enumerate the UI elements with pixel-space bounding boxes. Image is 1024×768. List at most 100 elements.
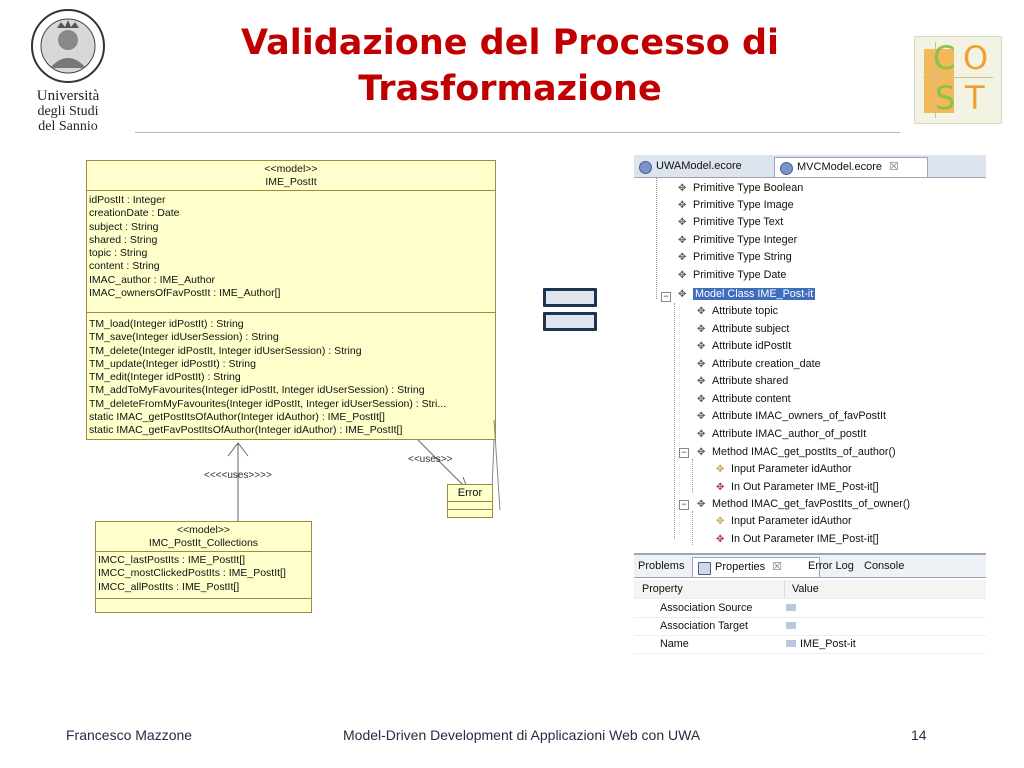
cost-logo: C O S T <box>914 36 1002 124</box>
tab-label: Console <box>864 560 905 572</box>
tree-item[interactable]: ✥Method IMAC_get_favPostIts_of_owner() <box>697 496 910 513</box>
property-row[interactable]: Association Source <box>634 599 986 618</box>
tree-item-label: In Out Parameter IME_Post-it[] <box>731 533 879 545</box>
uml-class-name: IME_PostIt <box>265 176 317 188</box>
tab-error-log[interactable]: Error Log <box>804 557 854 576</box>
tree-item-label: Attribute shared <box>712 375 789 387</box>
uml-operation: static IMAC_getPostItsOfAuthor(Integer i… <box>89 411 385 424</box>
uml-stereotype: <<model>> <box>176 524 231 536</box>
tab-properties[interactable]: Properties ☒ <box>692 557 820 577</box>
uml-class-collections: <<model>> IMC_PostIt_Collections IMCC_la… <box>95 521 312 613</box>
tree-item[interactable]: ✥Attribute shared <box>697 373 788 390</box>
collapse-toggle[interactable]: − <box>679 448 689 458</box>
tree-item-label: Input Parameter idAuthor <box>731 515 852 527</box>
tab-problems[interactable]: Problems <box>634 557 684 576</box>
tree-item[interactable]: ✥Primitive Type Date <box>678 267 786 284</box>
uml-class-name: IMC_PostIt_Collections <box>148 537 259 549</box>
input-parameter-icon: ✥ <box>716 464 725 475</box>
uml-operations: TM_load(Integer idPostIt) : String TM_sa… <box>87 313 495 438</box>
reference-icon <box>786 622 796 629</box>
tree-item[interactable]: ✥Attribute IMAC_author_of_postIt <box>697 426 866 443</box>
tree-item[interactable]: ✥ Primitive Type String <box>678 249 792 266</box>
tree-item[interactable]: ✥Attribute creation_date <box>697 356 821 373</box>
uml-attribute: IMAC_author : IME_Author <box>89 273 216 286</box>
property-value: IME_Post-it <box>800 638 856 650</box>
tree-item[interactable]: ✥Attribute content <box>697 391 791 408</box>
ecore-node-icon: ✥ <box>678 235 687 246</box>
tab-label: Properties <box>715 561 766 573</box>
tree-guide <box>692 459 693 493</box>
collapse-toggle[interactable]: − <box>661 292 671 302</box>
uml-attribute: idPostIt : Integer <box>89 194 166 206</box>
property-row[interactable]: Name IME_Post-it <box>634 635 986 654</box>
property-row[interactable]: Association Target <box>634 617 986 636</box>
uml-class-ime-postit: <<model>> IME_PostIt idPostIt : Integer … <box>86 160 496 440</box>
tree-guide <box>692 511 693 545</box>
uses-label-2: <<uses>> <box>408 454 453 465</box>
property-name: Name <box>660 638 689 650</box>
tree-item[interactable]: ✥In Out Parameter IME_Post-it[] <box>716 531 879 548</box>
close-icon[interactable]: ☒ <box>889 161 899 173</box>
tree-item-label: Primitive Type String <box>693 251 792 263</box>
uses-connector-error <box>417 439 469 491</box>
tree-item[interactable]: ✥Primitive Type Image <box>678 197 794 214</box>
tree-item[interactable]: ✥Attribute IMAC_owners_of_favPostIt <box>697 408 886 425</box>
cost-letter-s: S <box>935 79 956 117</box>
tree-item-label: Attribute creation_date <box>712 358 821 370</box>
tree-item[interactable]: ✥ Method IMAC_get_postIts_of_author() <box>697 444 896 461</box>
tree-item[interactable]: ✥In Out Parameter IME_Post-it[] <box>716 479 879 496</box>
ecore-node-icon: ✥ <box>678 217 687 228</box>
tree-item[interactable]: ✥Primitive Type Integer <box>678 232 797 249</box>
column-header-value: Value <box>792 583 819 595</box>
tree-item-label: Primitive Type Image <box>693 199 794 211</box>
view-tab-bar: Problems Properties ☒ Error Log Console <box>634 555 986 578</box>
ecore-file-icon <box>780 162 793 175</box>
tree-item-label: Method IMAC_get_favPostIts_of_owner() <box>712 498 911 510</box>
tree-item[interactable]: ✥Input Parameter idAuthor <box>716 461 852 478</box>
tab-console[interactable]: Console <box>860 557 904 576</box>
eclipse-ecore-editor: UWAModel.ecore MVCModel.ecore ☒ − − − ✥P… <box>634 155 986 670</box>
cost-letter-o: O <box>963 39 989 77</box>
slide-title-line1: Validazione del Processo di <box>240 23 780 63</box>
uml-class-header: <<model>> IME_PostIt <box>87 161 495 191</box>
uml-attribute: topic : String <box>89 247 148 260</box>
properties-table: Property Value Association Source Associ… <box>634 580 986 670</box>
column-header-property: Property <box>642 583 683 595</box>
tree-item[interactable]: ✥Attribute topic <box>697 303 778 320</box>
uml-class-name: Error <box>448 485 492 502</box>
collapse-toggle[interactable]: − <box>679 500 689 510</box>
ecore-node-icon: ✥ <box>697 411 706 422</box>
cost-logo-orange-block <box>924 49 954 113</box>
uml-stereotype: <<model>> <box>264 163 318 175</box>
ecore-node-icon: ✥ <box>678 252 687 263</box>
tab-label: MVCModel.ecore <box>797 161 882 173</box>
uml-operation: static IMAC_getFavPostItsOfAuthor(Intege… <box>89 424 403 437</box>
cost-letter-c: C <box>933 39 956 77</box>
tree-item-label: Method IMAC_get_postIts_of_author() <box>712 446 896 458</box>
tree-item-label: Attribute content <box>712 393 791 405</box>
tree-item-label: Model Class IME_Post-it <box>693 288 816 300</box>
properties-header-row: Property Value <box>634 580 986 599</box>
tab-uwamodel-ecore[interactable]: UWAModel.ecore <box>634 157 790 176</box>
cost-letter-t: T <box>965 79 985 117</box>
tree-item-label: Primitive Type Boolean <box>693 182 804 194</box>
tree-item-selected[interactable]: ✥Model Class IME_Post-it <box>678 286 816 303</box>
tree-item[interactable]: ✥Primitive Type Boolean <box>678 180 803 197</box>
slide-title: Validazione del Processo di Trasformazio… <box>160 20 860 112</box>
university-logo: Università degli Studi del Sannio <box>24 8 112 134</box>
footer-author: Francesco Mazzone <box>66 727 193 743</box>
input-parameter-icon: ✥ <box>716 516 725 527</box>
uml-attributes: idPostIt : Integer creationDate : Date s… <box>87 191 495 313</box>
footer-page-number: 14 <box>911 727 927 743</box>
tree-item[interactable]: ✥Attribute subject <box>697 321 789 338</box>
tree-item[interactable]: ✥Primitive Type Text <box>678 214 783 231</box>
university-logo-line2: degli Studi <box>37 104 99 119</box>
tree-item[interactable]: ✥Attribute idPostIt <box>697 338 791 355</box>
ecore-node-icon: ✥ <box>697 447 706 458</box>
close-icon[interactable]: ☒ <box>772 561 783 573</box>
tab-mvcmodel-ecore[interactable]: MVCModel.ecore ☒ <box>774 157 928 177</box>
tree-guide <box>656 177 657 299</box>
tree-item[interactable]: ✥ Input Parameter idAuthor <box>716 513 852 530</box>
tree-item-label: Attribute IMAC_author_of_postIt <box>712 428 867 440</box>
uml-attribute: IMCC_allPostIts : IME_PostIt[] <box>98 580 240 593</box>
